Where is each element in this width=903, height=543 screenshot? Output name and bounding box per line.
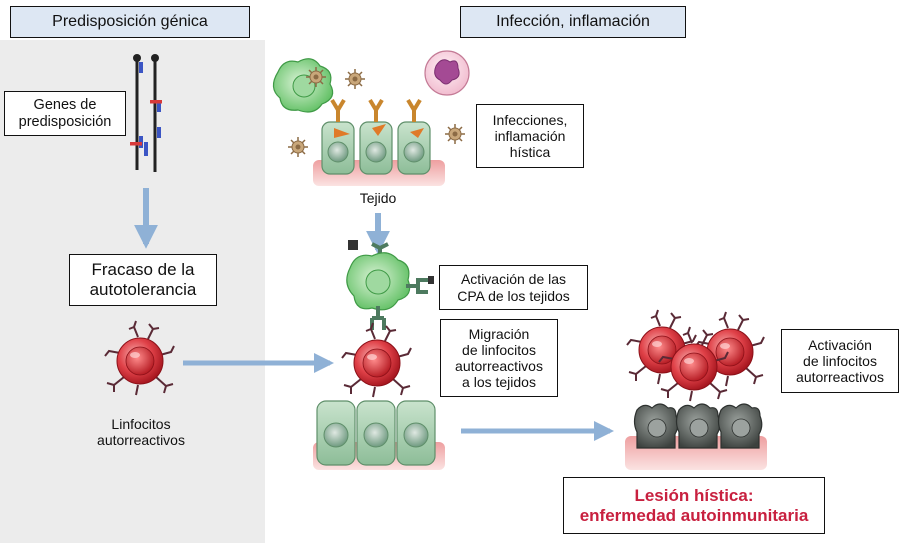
bacterium-icon [287,136,309,158]
antigen-presenting-cell-icon [346,240,434,330]
bacterium-icon [344,68,366,90]
damaged-cell-icon [717,403,763,449]
tolerance-failure-label: Fracaso de la autotolerancia [69,254,217,306]
epithelial-cell-icon [397,121,431,175]
infection-header: Infección, inflamación [460,6,686,38]
migration-label: Migración de linfocitos autorreactivos a… [440,319,558,397]
damaged-cell-icon [675,403,721,449]
lymphocytes-label: Linfocitos autorreactivos [97,416,185,449]
epithelial-cell-icon [396,400,436,466]
bacterium-icon [305,66,327,88]
bacterium-icon [444,123,466,145]
epithelial-cell-icon [316,400,356,466]
epithelial-cell-icon [356,400,396,466]
apc-activation-label: Activación de las CPA de los tejidos [439,265,588,310]
chromosome-icon [130,54,162,172]
genes-label: Genes de predisposición [4,91,126,136]
lymphocyte-icon [341,322,412,398]
damaged-cell-icon [633,403,679,449]
receptor-icon [330,98,424,138]
tissue-label: Tejido [359,190,397,206]
lymphocyte-activation-label: Activación de linfocitos autorreactivos [781,329,899,393]
predisposition-header: Predisposición génica [10,6,250,38]
tissue-lesion-label: Lesión hística: enfermedad autoinmunitar… [563,477,825,534]
macrophage-icon [272,58,334,113]
infections-label: Infecciones, inflamación hística [476,104,584,168]
neutrophil-icon [424,50,470,96]
